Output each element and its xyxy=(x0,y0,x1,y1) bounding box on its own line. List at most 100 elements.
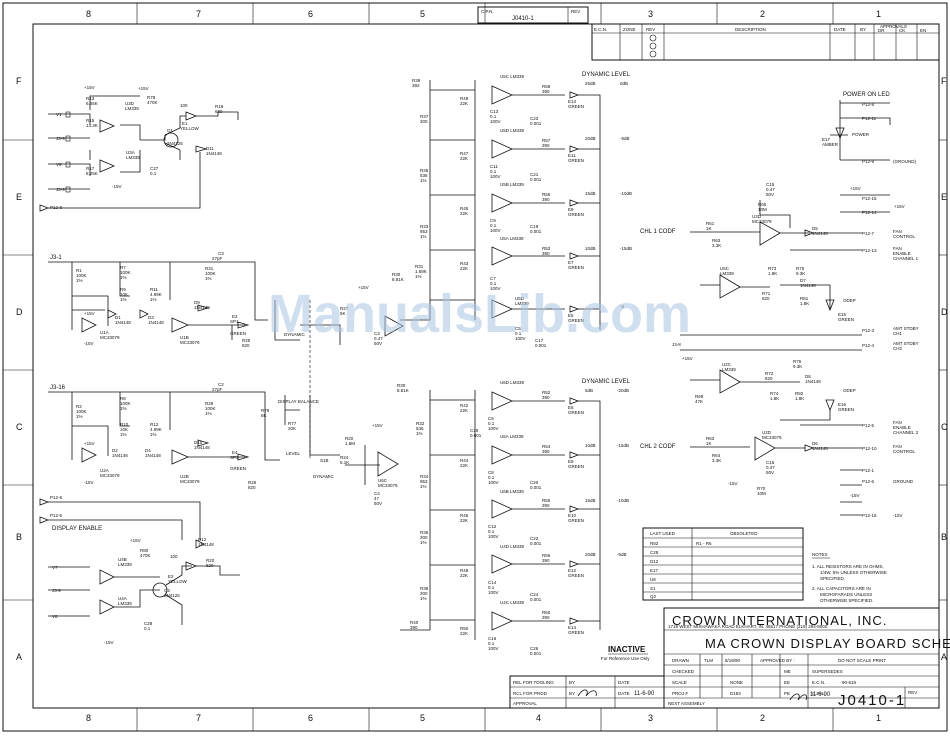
svg-text:R73: R73 xyxy=(768,266,777,271)
label-dynamic-level-2: DYNAMIC LEVEL xyxy=(582,379,631,385)
svg-text:390: 390 xyxy=(542,197,550,202)
ic-u5b: U5B LM339 xyxy=(500,182,524,187)
svg-text:1N4148: 1N4148 xyxy=(145,453,161,458)
svg-text:R69: R69 xyxy=(695,394,704,399)
svg-text:U5C: U5C xyxy=(720,266,730,271)
ladder-20db: 20dB xyxy=(585,136,596,141)
svg-text:D2: D2 xyxy=(112,448,118,453)
svg-text:R25: R25 xyxy=(242,338,251,343)
svg-text:LM339: LM339 xyxy=(125,106,139,111)
rev-header-by: BY xyxy=(860,27,866,32)
svg-text:FAN: FAN xyxy=(893,229,902,234)
svg-text:C14: C14 xyxy=(488,580,497,585)
svg-text:R45: R45 xyxy=(460,206,469,211)
zone-top-5: 5 xyxy=(420,9,425,19)
svg-text:100V: 100V xyxy=(488,480,499,485)
top-cpn-box: C.P.N. J0410-1 REV xyxy=(477,6,589,24)
svg-text:V8: V8 xyxy=(52,614,58,619)
plus15-right: +15V xyxy=(850,186,861,191)
svg-text:C17: C17 xyxy=(535,338,544,343)
zone-bottom-8: 8 xyxy=(86,713,91,723)
conn-p12-5: P12-5 xyxy=(862,423,875,428)
svg-text:100V: 100V xyxy=(490,119,501,124)
svg-text:C18: C18 xyxy=(470,428,479,433)
svg-text:R75: R75 xyxy=(796,266,805,271)
svg-text:1N4148: 1N4148 xyxy=(194,445,210,450)
conn-p12-13: P12-13 xyxy=(862,248,877,253)
svg-text:ENABLE: ENABLE xyxy=(893,251,911,256)
svg-text:1.8K: 1.8K xyxy=(770,396,779,401)
svg-text:LM339: LM339 xyxy=(722,367,736,372)
svg-text:C20: C20 xyxy=(530,480,539,485)
svg-text:-15V: -15V xyxy=(84,480,94,485)
svg-text:470K: 470K xyxy=(140,553,151,558)
svg-text:E2: E2 xyxy=(168,574,174,579)
svg-text:R8: R8 xyxy=(120,396,126,401)
svg-text:C4: C4 xyxy=(374,491,380,496)
block-display-enable: P12-8 P12-6 DISPLAY ENABLE V7 J3-9 V8 D1… xyxy=(39,495,240,645)
svg-text:CH1: CH1 xyxy=(893,331,902,336)
svg-text:R44: R44 xyxy=(460,458,469,463)
zone-top-7: 7 xyxy=(196,9,201,19)
title-block: CROWN INTERNATIONAL, INC. 1718 WEST MISH… xyxy=(663,607,950,709)
obs-row-3-a: E17 xyxy=(650,568,659,573)
svg-text:E14: E14 xyxy=(568,625,577,630)
svg-text:SP1: SP1 xyxy=(230,319,239,324)
svg-text:100: 100 xyxy=(180,103,188,108)
obsolete-table: LAST USED OBSOLETED R82 R1 - R6 C28 D12 … xyxy=(642,527,804,601)
svg-text:C27: C27 xyxy=(150,166,159,171)
svg-text:1%: 1% xyxy=(76,414,83,419)
ladder-10db: 10dB xyxy=(585,246,596,251)
svg-text:100K: 100K xyxy=(76,409,87,414)
scale-label: SCALE xyxy=(672,680,687,685)
svg-text:V9: V9 xyxy=(56,162,62,167)
svg-text:MC33079: MC33079 xyxy=(378,483,398,488)
svg-text:1/4W, 5% UNLESS OTHERWISE: 1/4W, 5% UNLESS OTHERWISE xyxy=(820,570,887,575)
svg-text:P12-8: P12-8 xyxy=(50,205,63,210)
svg-text:R81: R81 xyxy=(800,296,809,301)
svg-text:1%: 1% xyxy=(415,274,422,279)
pe-label: PE xyxy=(784,691,790,696)
svg-text:0.47: 0.47 xyxy=(374,336,383,341)
conn-p12-14: P12-14 xyxy=(862,210,877,215)
svg-text:0.1: 0.1 xyxy=(490,223,497,228)
svg-text:R10: R10 xyxy=(120,422,129,427)
svg-text:R72: R72 xyxy=(765,371,774,376)
ch1-input-label: J3-1 xyxy=(50,255,62,261)
notes-block: NOTES 1. ALL RESISTORS ARE IN OHMS, 1/4W… xyxy=(812,552,887,603)
svg-text:R1: R1 xyxy=(76,268,82,273)
svg-text:390: 390 xyxy=(542,615,550,620)
svg-text:R43: R43 xyxy=(460,261,469,266)
svg-text:1N4148: 1N4148 xyxy=(112,453,128,458)
svg-text:1.8K: 1.8K xyxy=(795,396,804,401)
rev-header-approvals: APPROVALS xyxy=(880,24,907,29)
svg-text:-15V: -15V xyxy=(104,640,114,645)
svg-text:0.001: 0.001 xyxy=(530,651,542,656)
svg-text:LM339: LM339 xyxy=(118,601,132,606)
zone-bottom-6: 6 xyxy=(308,713,313,723)
ic-u6b: U6B LM339 xyxy=(500,489,524,494)
svg-text:R39: R39 xyxy=(412,78,421,83)
svg-text:4.99K: 4.99K xyxy=(150,427,162,432)
svg-text:D9: D9 xyxy=(194,300,200,305)
svg-text:E12: E12 xyxy=(568,568,577,573)
svg-text:R31: R31 xyxy=(415,264,424,269)
svg-text:0.001: 0.001 xyxy=(530,541,542,546)
svg-text:P12-6: P12-6 xyxy=(50,513,63,518)
zone-bottom-2: 2 xyxy=(760,713,765,723)
svg-text:E7: E7 xyxy=(568,260,574,265)
svg-text:390: 390 xyxy=(542,449,550,454)
p12-8-bottom: P12-8 xyxy=(50,495,63,500)
ee-label: EE xyxy=(784,680,790,685)
svg-text:10K: 10K xyxy=(120,427,128,432)
notes-title: NOTES xyxy=(812,552,828,557)
svg-text:5dB: 5dB xyxy=(585,388,593,393)
release-date-value: 11-6-90 xyxy=(634,691,655,697)
svg-text:E2: E2 xyxy=(232,314,238,319)
ic-u6a: U6A LM339 xyxy=(500,434,524,439)
svg-text:1%: 1% xyxy=(420,234,427,239)
label-fan-control-1: CONTROL xyxy=(893,234,915,239)
by-label-2: BY xyxy=(569,691,575,696)
